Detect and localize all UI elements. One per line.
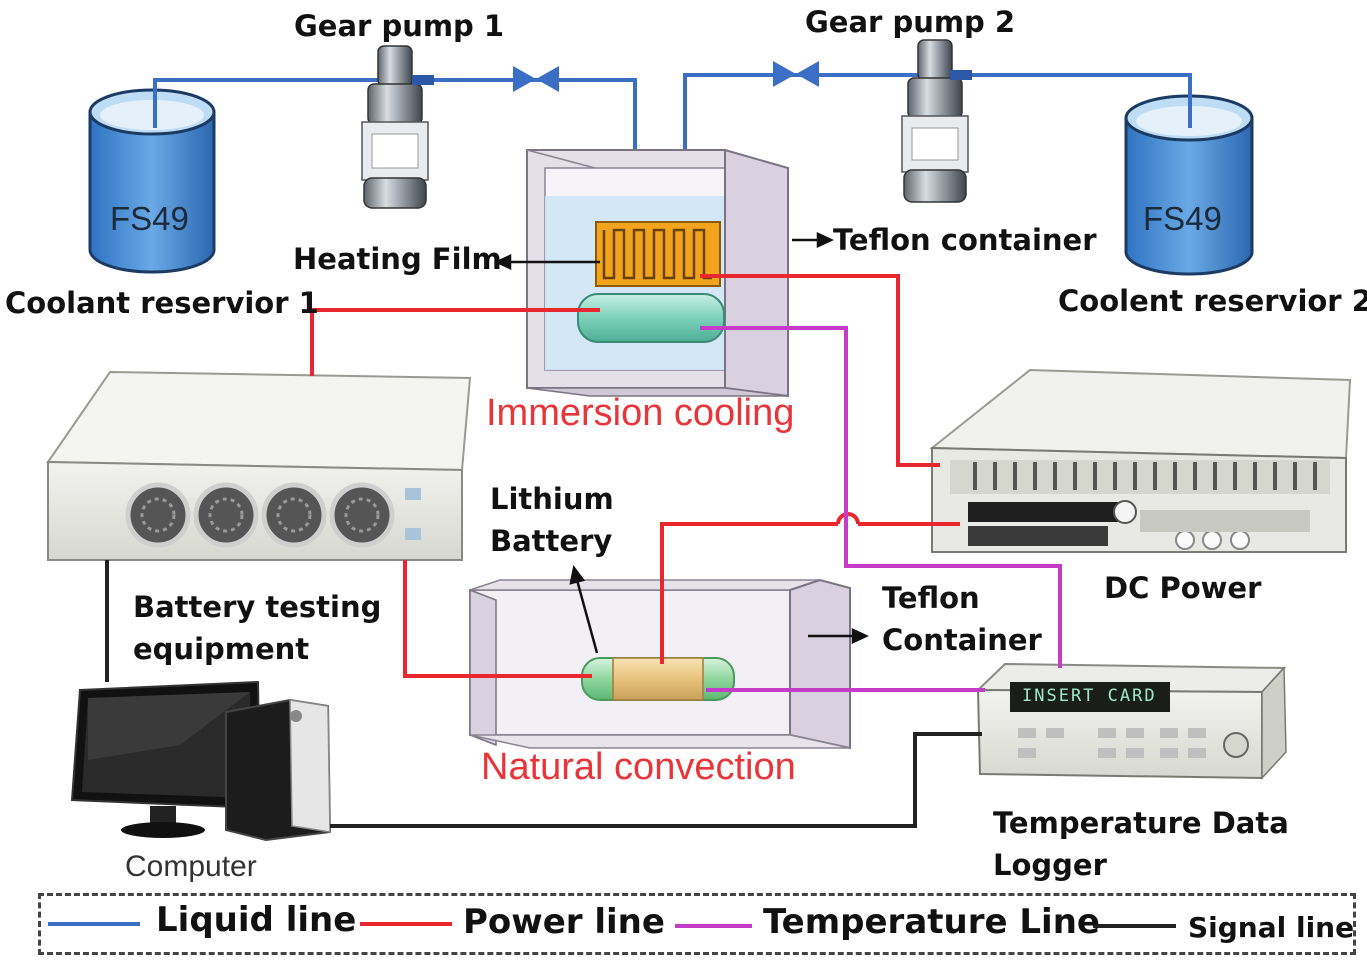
battery-testing-label-line1: Battery testing (133, 590, 382, 624)
coolant-reservoir-2-label: Coolent reservior 2 (1058, 284, 1367, 318)
legend-power-line: Power line (463, 902, 665, 942)
gear-pump-1-label: Gear pump 1 (294, 9, 505, 43)
temperature-data-logger (975, 662, 1287, 780)
dc-power-supply (929, 368, 1352, 553)
reservoir-1-fluid-label: FS49 (110, 200, 189, 237)
logger-display-text: INSERT CARD (1022, 686, 1157, 706)
lithium-battery-label-line2: Battery (490, 524, 613, 558)
legend-samples (48, 922, 1176, 928)
coolant-reservoir-1-label: Coolant reservior 1 (5, 286, 319, 320)
pointer-arrows (494, 232, 869, 654)
heating-film-label: Heating Film (293, 242, 502, 276)
heating-film (595, 221, 721, 287)
lithium-battery (581, 657, 735, 701)
dc-power-label: DC Power (1104, 571, 1262, 605)
lithium-battery-label-line1: Lithium (490, 482, 614, 516)
natural-convection-caption: Natural convection (481, 746, 796, 788)
immersed-battery (577, 293, 725, 343)
legend-temperature-line: Temperature Line (763, 902, 1100, 942)
teflon-container-bottom-label-line1: Teflon (882, 581, 980, 615)
legend-liquid-line: Liquid line (156, 900, 357, 940)
temp-logger-label-line2: Logger (993, 848, 1107, 882)
temp-logger-label-line1: Temperature Data (993, 806, 1289, 840)
computer-label: Computer (125, 850, 257, 883)
battery-testing-label-line2: equipment (133, 632, 310, 666)
gear-pump-2-label: Gear pump 2 (805, 5, 1016, 39)
battery-testing-equipment (46, 370, 472, 561)
reservoir-2-fluid-label: FS49 (1143, 200, 1222, 237)
teflon-container-top-label: Teflon container (833, 223, 1097, 257)
legend-box (38, 893, 1356, 955)
computer (70, 680, 332, 842)
coolant-reservoir-1 (88, 88, 216, 274)
immersion-cooling-caption: Immersion cooling (486, 392, 795, 434)
gear-pump-1 (361, 45, 434, 209)
temperature-lines (700, 326, 1062, 692)
signal-lines (105, 560, 982, 828)
valve-2 (773, 61, 819, 87)
teflon-container-bottom-label-line2: Container (882, 623, 1042, 657)
valve-1 (513, 66, 559, 92)
power-lines (310, 274, 960, 678)
legend-signal-line: Signal line (1188, 911, 1355, 944)
gear-pump-2 (901, 39, 972, 203)
